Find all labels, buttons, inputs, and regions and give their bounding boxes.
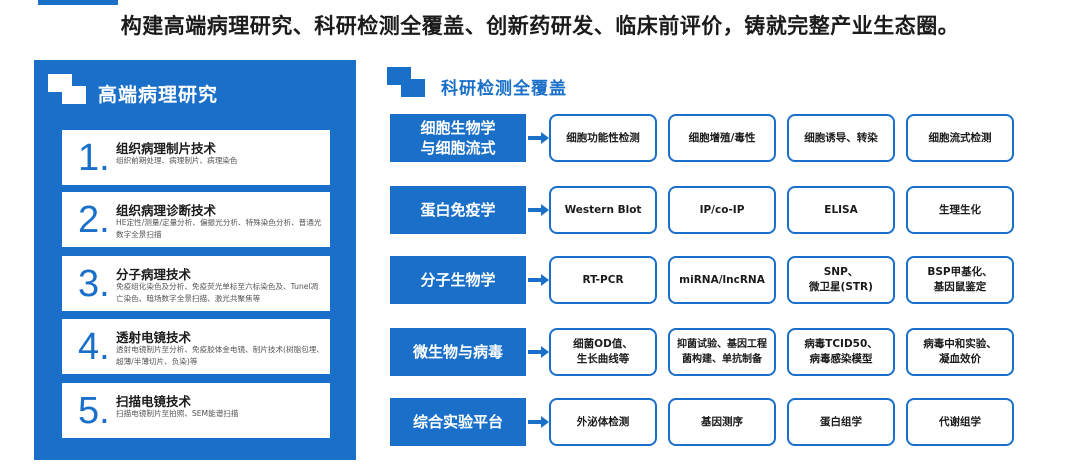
service-cell: 代谢组学 [906,398,1014,446]
pathology-item: 5. 扫描电镜技术 扫描电镜制片至拍照、SEM能谱扫描 [62,383,330,438]
top-accent-bar [38,0,118,5]
arrow-right-icon [528,346,550,358]
category-text: 蛋白免疫学 [420,201,496,219]
service-cell: 抑菌试验、基因工程 菌构建、单抗制备 [668,328,776,376]
item-description: 透射电镜制片至分析、免疫胶体金电镜、制片技术(树脂包埋、超薄/半薄切片、负染)等 [116,345,324,366]
arrow-right-icon [528,274,550,286]
category-label: 综合实验平台 [390,398,526,446]
service-cell: 细菌OD值、 生长曲线等 [549,328,657,376]
pathology-item: 3. 分子病理技术 免疫组化染色及分析、免疫荧光单标至六标染色及、Tunel凋亡… [62,256,330,311]
category-label: 蛋白免疫学 [390,186,526,234]
pathology-panel-title: 高端病理研究 [98,84,219,106]
service-cell: SNP、 微卫星(STR) [787,256,895,304]
service-cell: 基因测序 [668,398,776,446]
service-cell: 细胞增殖/毒性 [668,114,776,162]
service-cell: 细胞功能性检测 [549,114,657,162]
item-number: 2. [78,199,110,241]
service-cell: miRNA/lncRNA [668,256,776,304]
item-number: 5. [78,390,110,432]
section-logo-icon [387,67,431,97]
item-description: HE定性/测量/定量分析、偏振光分析、特殊染色分析、普通光数字全景扫描 [116,218,322,239]
service-cell: Western Blot [549,186,657,234]
category-text: 综合实验平台 [412,413,503,431]
service-cell: RT-PCR [549,256,657,304]
item-number: 1. [78,137,110,179]
service-cell: IP/co-IP [668,186,776,234]
category-text: 微生物与病毒 [412,343,503,361]
service-cell: 外泌体检测 [549,398,657,446]
item-number: 3. [78,263,110,305]
arrow-right-icon [528,132,550,144]
category-text: 细胞生物学 与细胞流式 [420,119,496,157]
pathology-item: 2. 组织病理诊断技术 HE定性/测量/定量分析、偏振光分析、特殊染色分析、普通… [62,192,330,247]
category-text: 分子生物学 [420,271,496,289]
service-cell: 细胞诱导、转染 [787,114,895,162]
item-heading: 组织病理诊断技术 [116,203,217,218]
category-label: 分子生物学 [390,256,526,304]
item-number: 4. [78,326,110,368]
testing-section-title: 科研检测全覆盖 [441,79,567,99]
pathology-item: 4. 透射电镜技术 透射电镜制片至分析、免疫胶体金电镜、制片技术(树脂包埋、超薄… [62,319,330,374]
service-cell: 病毒TCID50、 病毒感染模型 [787,328,895,376]
item-heading: 透射电镜技术 [116,330,192,345]
arrow-right-icon [528,204,550,216]
pathology-item: 1. 组织病理制片技术 组织前期处理、病理制片、病理染色 [62,130,330,185]
item-description: 扫描电镜制片至拍照、SEM能谱扫描 [116,409,239,418]
service-cell: 生理生化 [906,186,1014,234]
arrow-right-icon [528,416,550,428]
service-cell: BSP甲基化、 基因鼠鉴定 [906,256,1014,304]
item-heading: 分子病理技术 [116,267,192,282]
service-cell: 病毒中和实验、 凝血效价 [906,328,1014,376]
pathology-panel: 高端病理研究 1. 组织病理制片技术 组织前期处理、病理制片、病理染色 2. 组… [34,60,356,460]
item-description: 组织前期处理、病理制片、病理染色 [116,156,238,165]
service-cell: ELISA [787,186,895,234]
item-heading: 扫描电镜技术 [116,394,192,409]
page-headline: 构建高端病理研究、科研检测全覆盖、创新药研发、临床前评价，铸就完整产业生态圈。 [120,14,960,38]
service-cell: 细胞流式检测 [906,114,1014,162]
item-heading: 组织病理制片技术 [116,141,217,156]
service-cell: 蛋白组学 [787,398,895,446]
section-logo-icon [48,74,92,104]
category-label: 微生物与病毒 [390,328,526,376]
category-label: 细胞生物学 与细胞流式 [390,114,526,162]
item-description: 免疫组化染色及分析、免疫荧光单标至六标染色及、Tunel凋亡染色、暗场数字全景扫… [116,282,319,303]
